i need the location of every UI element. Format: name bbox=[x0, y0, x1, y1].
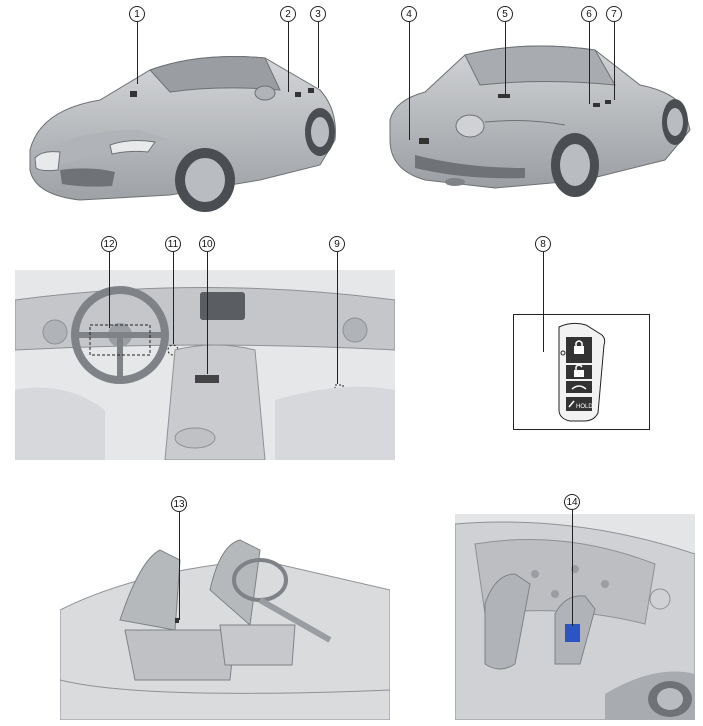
label-marker-2 bbox=[295, 92, 301, 97]
dashboard-illustration bbox=[15, 270, 395, 460]
callout-2: 2 bbox=[280, 6, 296, 22]
rear-car-illustration bbox=[389, 45, 691, 197]
callout-7: 7 bbox=[606, 6, 622, 22]
rear-car-view bbox=[385, 30, 695, 220]
key-fob-illustration: HOLD bbox=[558, 322, 606, 422]
callout-6: 6 bbox=[581, 6, 597, 22]
unlock-icon bbox=[574, 364, 584, 377]
callout-3: 3 bbox=[310, 6, 326, 22]
callout-4: 4 bbox=[401, 6, 417, 22]
front-car-view bbox=[20, 30, 350, 220]
callout-8: 8 bbox=[535, 236, 551, 252]
trunk-icon bbox=[571, 385, 587, 390]
key-fob-box: HOLD bbox=[513, 314, 650, 430]
label-marker-6 bbox=[593, 103, 600, 107]
label-marker-1 bbox=[130, 91, 137, 97]
seat-interior-view bbox=[60, 530, 390, 720]
callout-14: 14 bbox=[564, 494, 580, 510]
highlight-component bbox=[565, 624, 580, 642]
callout-9: 9 bbox=[329, 236, 345, 252]
lock-icon bbox=[574, 340, 584, 354]
label-marker-7 bbox=[605, 100, 611, 104]
label-marker-4 bbox=[419, 138, 429, 144]
callout-1: 1 bbox=[129, 6, 145, 22]
callout-11: 11 bbox=[165, 236, 181, 252]
hold-label: HOLD bbox=[576, 404, 593, 410]
horn-icon bbox=[568, 400, 575, 408]
callout-13: 13 bbox=[171, 496, 187, 512]
callout-12: 12 bbox=[101, 236, 117, 252]
dashboard-interior-view bbox=[15, 270, 395, 460]
seat-illustration bbox=[60, 539, 390, 720]
convertible-illustration bbox=[455, 514, 695, 720]
callout-5: 5 bbox=[497, 6, 513, 22]
label-marker-5 bbox=[498, 94, 510, 98]
callout-10: 10 bbox=[199, 236, 215, 252]
label-marker-3 bbox=[308, 88, 314, 93]
convertible-top-view bbox=[455, 514, 695, 720]
front-car-illustration bbox=[29, 56, 336, 212]
label-marker-13 bbox=[175, 618, 179, 623]
